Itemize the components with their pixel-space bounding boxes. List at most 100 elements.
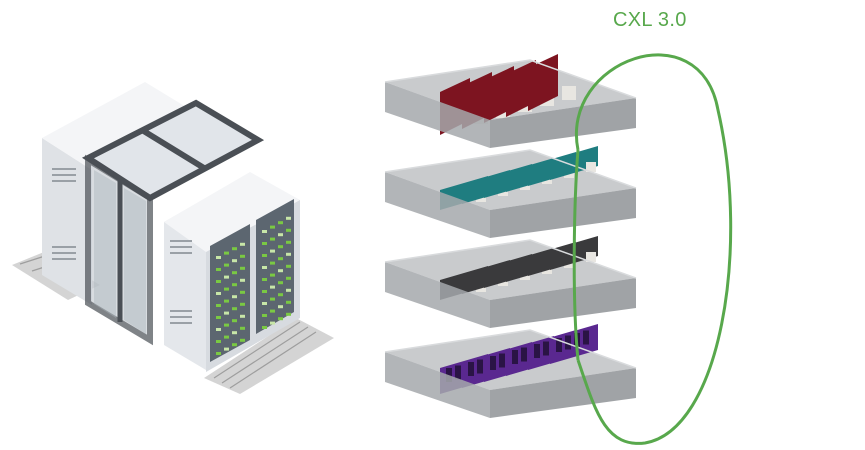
server-led (286, 240, 291, 244)
server-led (262, 290, 267, 293)
server-led (240, 242, 245, 246)
server-led (216, 352, 221, 355)
server-led (240, 278, 245, 282)
server-led (224, 323, 229, 327)
memory-chip (565, 335, 571, 350)
cxl-link-inner (572, 149, 580, 361)
server-led (270, 237, 275, 241)
server-led (262, 242, 267, 245)
server-led (270, 261, 275, 265)
tray-edge (384, 59, 637, 99)
accelerator-board (550, 146, 598, 180)
tray-front (385, 352, 490, 418)
server-led (278, 221, 283, 225)
server-led (240, 338, 245, 342)
server-led (240, 326, 245, 330)
cabinet-left-top (42, 82, 196, 170)
server-led (224, 287, 229, 291)
memory-chip (499, 353, 505, 368)
tray-edge (384, 149, 637, 189)
server-led (270, 309, 275, 313)
cabinet-right-top (164, 172, 300, 252)
server-led (224, 251, 229, 255)
cabinet-left-front (42, 138, 92, 305)
tray-teal-accelerators (384, 146, 637, 238)
memory-chip (521, 347, 527, 362)
server-led (232, 271, 237, 275)
server-led (270, 321, 275, 325)
server-led (278, 257, 283, 261)
server-led (270, 297, 275, 301)
cxl-link-label: CXL 3.0 (613, 9, 687, 31)
server-led (216, 304, 221, 307)
tray-edge (384, 239, 637, 279)
memory-chip (446, 368, 452, 382)
tray-front (385, 82, 490, 148)
tray-edge (384, 329, 637, 369)
server-status-leds (216, 216, 291, 355)
server-led (286, 264, 291, 268)
server-led (216, 316, 221, 319)
server-led (232, 331, 237, 335)
server-led (262, 302, 267, 305)
server-led (286, 288, 291, 292)
server-led (286, 300, 291, 304)
memory-chip (534, 344, 540, 358)
tray-side (490, 98, 636, 148)
memory-chip (468, 362, 474, 376)
cxl-link-loop (574, 53, 733, 445)
server-led (232, 343, 237, 347)
server-led (232, 259, 237, 263)
server-led (262, 230, 267, 233)
card-chip (586, 252, 596, 262)
server-led (278, 305, 283, 309)
server-led (278, 233, 283, 237)
server-led (216, 256, 221, 259)
server-led (224, 347, 229, 351)
server-led (224, 299, 229, 303)
memory-chip (556, 338, 562, 352)
server-led (216, 328, 221, 331)
floor-vent-right (204, 318, 334, 394)
memory-chip (583, 330, 589, 345)
server-led (216, 280, 221, 283)
tray-red-accelerators (384, 54, 637, 148)
server-led (216, 292, 221, 295)
memory-chip (490, 356, 496, 370)
server-led (286, 252, 291, 256)
server-led (240, 266, 245, 270)
server-led (286, 228, 291, 232)
memory-chip (477, 359, 483, 374)
server-led (262, 326, 267, 329)
server-led (240, 254, 245, 258)
accelerator-card (528, 54, 558, 111)
server-led (278, 245, 283, 249)
tray-purple-memory (384, 324, 637, 418)
server-led (216, 268, 221, 271)
server-led (240, 302, 245, 306)
server-led (262, 278, 267, 281)
card-heatsink (562, 86, 576, 100)
accelerator-tray-stack (384, 54, 637, 418)
server-led (224, 263, 229, 267)
tray-side (490, 188, 636, 238)
server-led (278, 269, 283, 273)
server-led (278, 293, 283, 297)
server-led (232, 247, 237, 251)
memory-chip (543, 341, 549, 356)
server-led (240, 290, 245, 294)
tray-front (385, 262, 490, 328)
tray-side (490, 368, 636, 418)
tray-front (385, 172, 490, 238)
memory-chip (455, 365, 461, 380)
server-led (240, 314, 245, 318)
server-led (232, 283, 237, 287)
server-led (262, 314, 267, 317)
server-led (270, 225, 275, 229)
tray-side (490, 278, 636, 328)
server-led (270, 249, 275, 253)
server-led (232, 295, 237, 299)
server-led (286, 312, 291, 316)
server-led (262, 254, 267, 257)
